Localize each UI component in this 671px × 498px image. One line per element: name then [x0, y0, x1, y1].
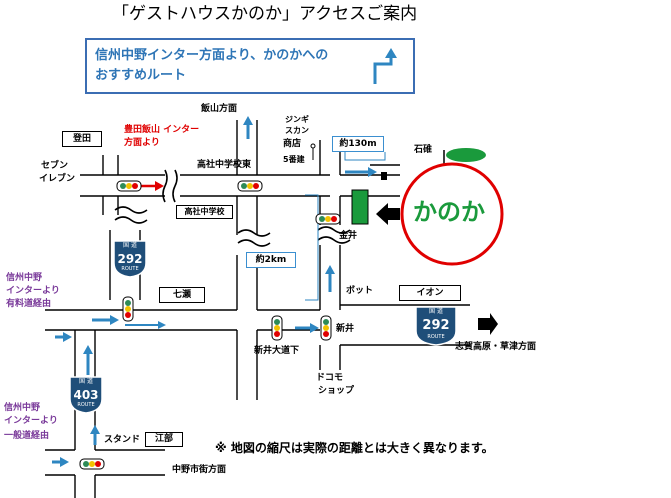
shield-eng: ROUTE: [121, 266, 139, 272]
iiyama-label: 飯山方面: [201, 104, 238, 114]
ebe-box: 江部: [145, 432, 183, 447]
distance-lines: [305, 152, 386, 301]
page-title: 「ゲストハウスかのか」アクセスご案内: [112, 4, 418, 24]
route-shield-292-left: 国 道 292 ROUTE: [110, 239, 150, 279]
ishiusu-label: 石碓: [414, 145, 433, 155]
shield-kanji: 国 道: [429, 308, 443, 315]
shield-icon: [113, 240, 147, 278]
botto-label: ボット: [346, 286, 374, 296]
shinai-label: 新井: [336, 324, 355, 334]
scale-note: ※ 地図の縮尺は実際の距離とは大きく異なります。: [215, 441, 494, 455]
shield-eng: ROUTE: [427, 334, 445, 340]
nakano-paid-label-1: 信州中野: [6, 273, 43, 283]
signal-shinai-oshita: [271, 315, 283, 341]
shield-kanji: 国 道: [79, 378, 93, 385]
nakano-general-label-1: 信州中野: [4, 403, 41, 413]
road-breaks: [114, 169, 351, 247]
shield-icon: [69, 376, 103, 414]
signal-nanase: [122, 296, 134, 322]
signal-ebe: [79, 458, 105, 470]
kosha-east-label: 高社中学校東: [197, 160, 252, 170]
toyota-iiyama-label-2: 方面より: [124, 138, 160, 148]
fifth-label: 5番建: [283, 155, 305, 164]
blue-route-arrows: [52, 116, 377, 467]
nakano-general-label-3: 一般道経由: [4, 431, 50, 441]
docomo-label-1: ドコモ: [316, 373, 344, 383]
toyota-iiyama-label: 豊田飯山 インター: [124, 125, 200, 135]
shield-icon: [415, 306, 457, 346]
shop-label: 商店: [283, 139, 302, 149]
kanoka-logo: [400, 148, 504, 266]
shield-number: 292: [117, 252, 143, 266]
kanoka-building: [351, 189, 369, 225]
stand-label: スタンド: [104, 435, 141, 445]
kanai-label: 金井: [339, 231, 358, 241]
route-banner: 信州中野インター方面より、かのかへの おすすめルート: [85, 38, 415, 94]
nakano-general-label-2: インターより: [4, 416, 58, 426]
jingis-label-2: スカン: [285, 126, 309, 135]
distance-130m-box: 約130m: [332, 136, 384, 152]
shield-number: 292: [422, 318, 450, 333]
signal-kanai: [315, 213, 341, 225]
signal-kosha: [237, 180, 263, 192]
banner-text: 信州中野インター方面より、かのかへの おすすめルート: [95, 46, 328, 86]
route-shield-403: 国 道 403 ROUTE: [66, 375, 106, 415]
signal-shinai: [320, 315, 332, 341]
signal-toboda: [116, 180, 142, 192]
shop-marker: [381, 172, 387, 180]
nanase-box: 七瀬: [159, 287, 205, 303]
kosha-school-box: 高社中学校: [176, 205, 233, 219]
kanoka-logo-text: かのか: [413, 198, 485, 226]
nakano-paid-label-3: 有料道経由: [6, 299, 52, 309]
seven-label-2: イレブン: [39, 174, 76, 184]
traffic-signals: [79, 180, 341, 470]
banner-line-2: おすすめルート: [95, 68, 187, 83]
shield-number: 403: [73, 388, 99, 402]
nakano-city-label: 中野市街方面: [172, 465, 227, 475]
shield-kanji: 国 道: [123, 242, 137, 249]
banner-line-1: 信州中野インター方面より、かのかへの: [95, 48, 329, 63]
seven-label: セブン: [41, 161, 69, 171]
turn-arrow-icon: [373, 48, 397, 84]
black-arrows: [376, 203, 498, 335]
docomo-label-2: ショップ: [318, 386, 355, 396]
toboda-box: 登田: [62, 131, 102, 147]
distance-2km-box: 約2km: [246, 252, 296, 268]
jingis-label-1: ジンギ: [285, 115, 309, 124]
route-shield-292-right: 国 道 292 ROUTE: [412, 305, 460, 347]
shinai-oshita-label: 新井大道下: [254, 346, 300, 356]
shield-eng: ROUTE: [77, 402, 95, 408]
nakano-paid-label-2: インターより: [6, 286, 60, 296]
aeon-box: イオン: [399, 285, 461, 301]
shiga-label: 志賀高原・草津方面: [455, 342, 537, 352]
